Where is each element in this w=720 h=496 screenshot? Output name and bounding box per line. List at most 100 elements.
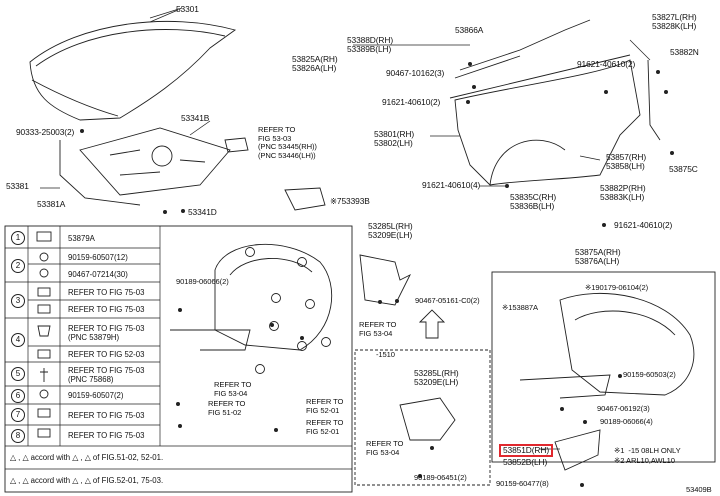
screw-icon <box>39 252 49 262</box>
clip-icon-6 <box>37 408 51 418</box>
row-part-3b[interactable]: REFER TO FIG 75-03 <box>68 305 145 314</box>
callout-91621-left[interactable]: 91621-40610(2) <box>382 97 441 107</box>
callout-53209e-top[interactable]: 53209E(LH) <box>368 230 413 240</box>
row-part-4[interactable]: REFER TO FIG 75-03 (PNC 53879H) <box>68 324 145 342</box>
row-part-8[interactable]: REFER TO FIG 75-03 <box>68 431 145 440</box>
hood-insulator <box>79 127 231 196</box>
refer-fig-51-02[interactable]: REFER TO FIG 51-02 <box>208 399 246 417</box>
callout-53381[interactable]: 53381 <box>6 181 29 191</box>
callout-53341d[interactable]: 53341D <box>188 207 217 217</box>
callout-53875c[interactable]: 53875C <box>669 164 698 174</box>
callout-90189-a[interactable]: 90189-06066(2) <box>176 277 229 286</box>
refer-fig-53-04-bot[interactable]: REFER TO FIG 53-04 <box>366 439 404 457</box>
row-num-4: 4 <box>11 333 25 347</box>
clip-icon-2 <box>37 287 51 297</box>
callout-53826a[interactable]: 53826A(LH) <box>292 63 337 73</box>
callout-53876a[interactable]: 53876A(LH) <box>575 256 620 266</box>
table-part-icons <box>36 231 52 438</box>
fender-liner-right <box>559 292 695 396</box>
callout-53835c[interactable]: 53835C(RH) <box>510 192 557 202</box>
clip-icon <box>36 231 52 242</box>
callout-53858[interactable]: 53858(LH) <box>606 161 645 171</box>
row-part-3[interactable]: REFER TO FIG 75-03 <box>68 288 145 297</box>
callout-53882p[interactable]: 53882P(RH) <box>600 183 646 193</box>
bracket-53393b <box>284 187 326 211</box>
callout-53389b[interactable]: 53389B(LH) <box>347 44 392 54</box>
callout-53882n[interactable]: 53882N <box>670 47 699 57</box>
callout-190179[interactable]: ※190179-06104(2) <box>585 283 649 292</box>
callout-90333[interactable]: 90333-25003(2) <box>16 127 75 137</box>
callout-53802[interactable]: 53802(LH) <box>374 138 413 148</box>
refer-fig-53-04-mid[interactable]: REFER TO FIG 53-04 <box>214 380 252 398</box>
row-num-5: 5 <box>11 367 25 381</box>
callout-53851d-highlighted[interactable]: 53851D(RH) <box>499 444 554 457</box>
callout-53827l[interactable]: 53827L(RH) <box>652 12 697 22</box>
callout-153887a[interactable]: ※153887A <box>502 303 538 312</box>
note-1: ※1 -15 08LH ONLY <box>614 446 681 455</box>
callout-90189-06066-2[interactable]: 90189-06066(4) <box>600 417 653 426</box>
callout-91621-2[interactable]: 91621-40610(2) <box>614 220 673 230</box>
callout-53209e-bot[interactable]: 53209E(LH) <box>414 377 459 387</box>
hood-outline <box>29 20 237 121</box>
callout-53857[interactable]: 53857(RH) <box>606 152 647 162</box>
callout-53875a[interactable]: 53875A(RH) <box>575 247 621 257</box>
row-num-6: 6 <box>11 389 25 403</box>
pin-icon <box>40 368 48 382</box>
clip-icon-7 <box>37 428 51 438</box>
row-part-2[interactable]: 90159-60507(12) <box>68 253 128 262</box>
clip-icon-3 <box>37 304 51 314</box>
callout-91621-bottom[interactable]: 91621-40610(4) <box>422 180 481 190</box>
footnote-1: △ , △ accord with △ , △ of FIG.51-02, 52… <box>10 453 164 462</box>
callout-53801[interactable]: 53801(RH) <box>374 129 415 139</box>
liner-box <box>491 271 716 463</box>
callout-53825a[interactable]: 53825A(RH) <box>292 54 338 64</box>
callout-53852b[interactable]: 53852B(LH) <box>503 457 548 467</box>
refer-fig-52-01-b[interactable]: REFER TO FIG 52-01 <box>306 418 344 436</box>
screw-icon-2 <box>39 389 49 399</box>
fender-liner-left <box>214 243 333 351</box>
row-num-7: 7 <box>11 408 25 422</box>
variant-box <box>354 349 491 486</box>
callout-53836b[interactable]: 53836B(LH) <box>510 201 555 211</box>
callout-53341b[interactable]: 53341B <box>181 113 210 123</box>
variant-range: -1510 <box>376 350 395 359</box>
legend-box <box>4 225 353 493</box>
callout-91621-right[interactable]: 91621-40610(2) <box>577 59 636 69</box>
callout-53388d[interactable]: 53388D(RH) <box>347 35 394 45</box>
callout-53285l-bot[interactable]: 53285L(RH) <box>414 368 459 378</box>
callout-90159-60477[interactable]: 90159-60477(8) <box>496 479 549 488</box>
callout-53828k[interactable]: 53828K(LH) <box>652 21 697 31</box>
callout-53883k[interactable]: 53883K(LH) <box>600 192 645 202</box>
fender-seal <box>459 19 591 71</box>
callout-53866a[interactable]: 53866A <box>455 25 484 35</box>
clip-icon-5 <box>37 349 51 359</box>
mudguard-bottom <box>399 397 456 441</box>
callout-90189-06451[interactable]: 90189-06451(2) <box>414 473 467 482</box>
row-part-6[interactable]: 90159-60507(2) <box>68 391 124 400</box>
callout-90467-05161[interactable]: 90467-05161-C0(2) <box>415 296 480 305</box>
row-part-1[interactable]: 53879A <box>68 234 95 243</box>
row-part-2b[interactable]: 90467-07214(30) <box>68 270 128 279</box>
clip-icon-4 <box>37 325 51 337</box>
callout-90159-60503[interactable]: 90159-60503(2) <box>623 370 676 379</box>
liner-callout-circles <box>245 247 331 374</box>
bracket-53851d <box>554 429 601 471</box>
callout-53393b[interactable]: ※753393B <box>330 196 370 206</box>
refer-fig-53-04-top[interactable]: REFER TO FIG 53-04 <box>359 320 397 338</box>
callout-53381a[interactable]: 53381A <box>37 199 66 209</box>
row-part-4b[interactable]: REFER TO FIG 52-03 <box>68 350 145 359</box>
refer-fig-53-03[interactable]: REFER TO FIG 53-03 (PNC 53445(RH)) (PNC … <box>258 125 317 160</box>
callout-90467-06192[interactable]: 90467-06192(3) <box>597 404 650 413</box>
row-part-7[interactable]: REFER TO FIG 75-03 <box>68 411 145 420</box>
callout-53285l-top[interactable]: 53285L(RH) <box>368 221 413 231</box>
callout-53301[interactable]: 53301 <box>176 4 199 14</box>
mudguard-top <box>359 254 412 306</box>
refer-fig-52-01-a[interactable]: REFER TO FIG 52-01 <box>306 397 344 415</box>
row-num-2: 2 <box>11 259 25 273</box>
callout-90467-10162[interactable]: 90467-10162(3) <box>386 68 445 78</box>
row-part-5[interactable]: REFER TO FIG 75-03 (PNC 75868) <box>68 366 145 384</box>
row-num-8: 8 <box>11 429 25 443</box>
hood-support-rod <box>59 140 141 206</box>
